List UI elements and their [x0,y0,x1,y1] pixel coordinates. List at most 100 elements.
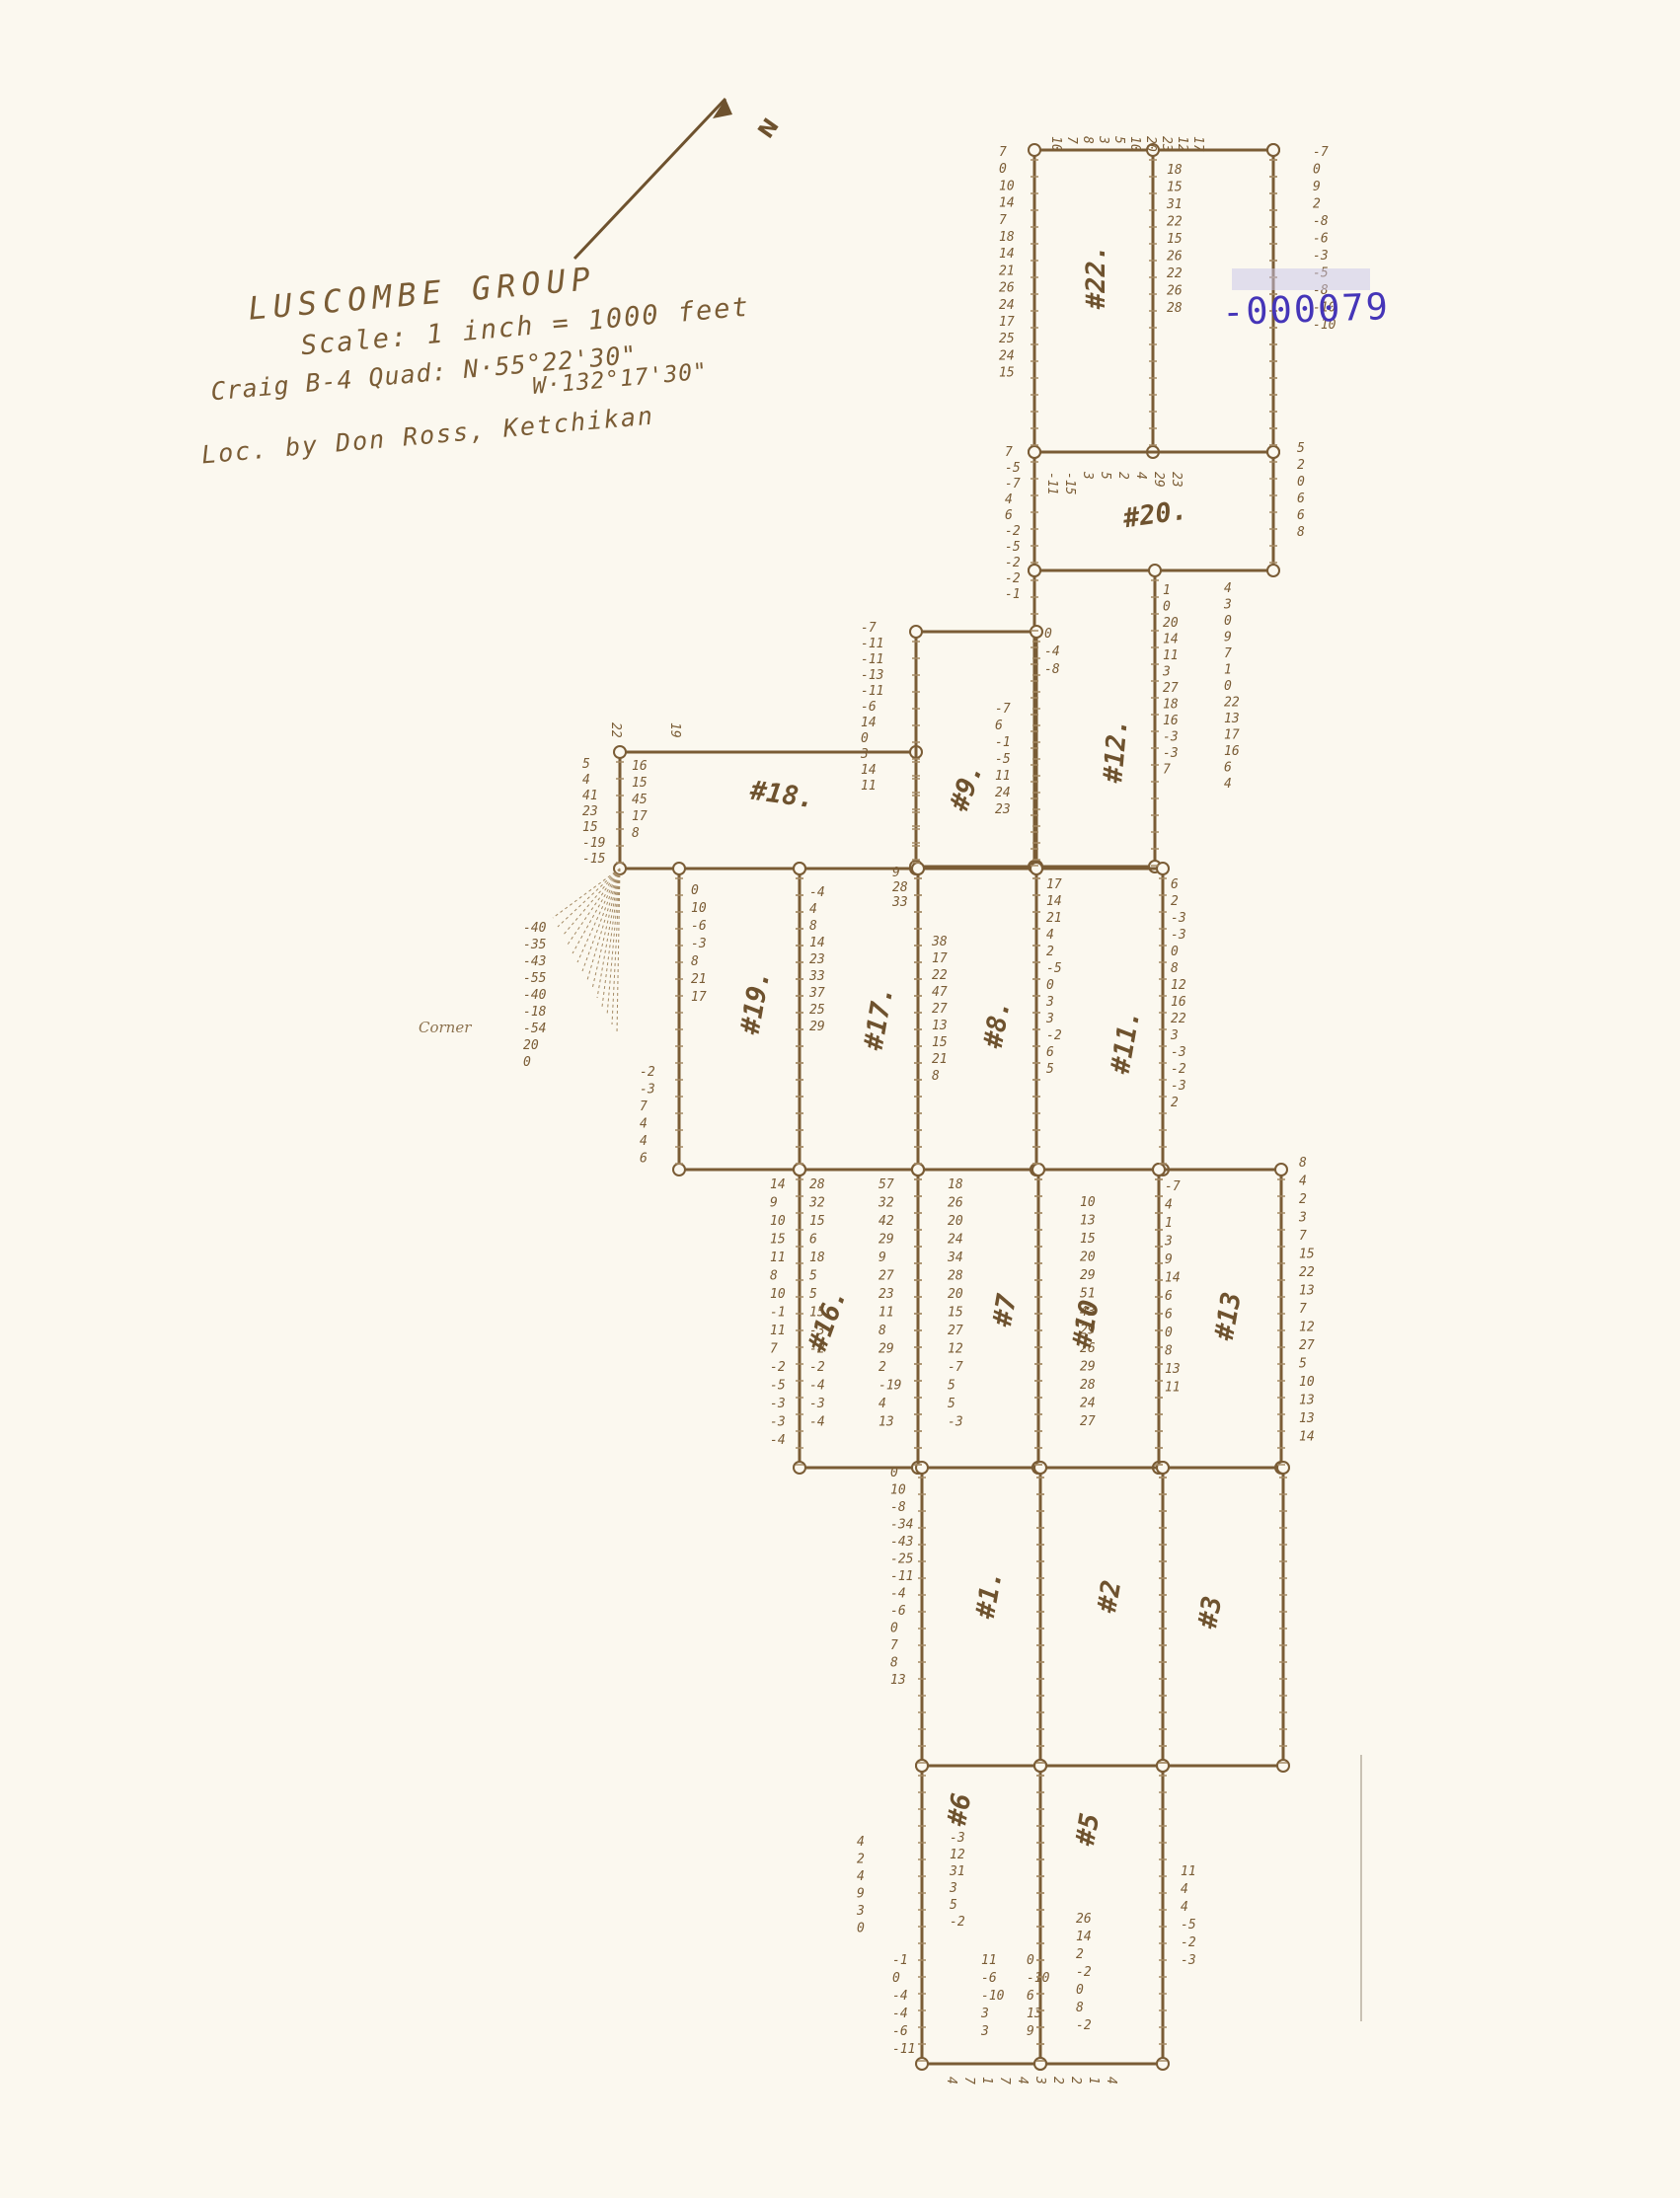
reading-value: 29 [1151,472,1166,488]
reading-value: 4 [944,2077,958,2084]
reading-value: 0 [999,162,1007,177]
reading-value: -3 [1171,1045,1186,1060]
reading-value: 10 [1048,136,1063,152]
reading-value: 2 [1068,2077,1083,2084]
reading-value: 17 [999,315,1015,330]
reading-value: 7 [1064,136,1079,144]
reading-value: -2 [950,1915,965,1930]
reading-value: 23 [995,802,1011,817]
reading-value: -3 [640,1083,655,1098]
reading-value: -5 [1046,961,1062,976]
reading-value: 15 [932,1035,948,1050]
reading-value: 24 [948,1233,963,1248]
reading-value: 13 [890,1673,906,1688]
reading-value: 0 [861,731,869,746]
reading-value: 22 [1167,266,1183,281]
reading-value: -2 [770,1360,786,1375]
reading-value: 13 [932,1019,948,1033]
corner-post-marker [1028,445,1041,459]
reading-value: 4 [640,1134,648,1149]
reading-value: 9 [857,1887,865,1902]
reading-value: -6 [1313,232,1329,247]
reading-value: 3 [1223,598,1232,613]
reading-value: 32 [878,1196,894,1211]
reading-value: 12 [948,1342,963,1357]
reading-value: -7 [1005,477,1021,492]
reading-value: 38 [931,935,948,949]
reading-value: 26 [1080,1341,1096,1356]
hatch-line [557,868,621,928]
reading-value: 7 [770,1342,778,1357]
hatch-line [552,868,621,919]
corner-post-marker [1033,1759,1047,1773]
reading-value: -4 [892,2007,908,2021]
reading-value: 2 [857,1853,865,1867]
corner-post-marker [672,1163,686,1176]
reading-value: 5 [1046,1062,1054,1077]
reading-value: 11 [981,1953,997,1968]
reading-value: -3 [1163,730,1179,745]
reading-value: -11 [861,684,883,699]
reading-value: -43 [890,1535,913,1550]
reading-value: 18 [1163,698,1179,713]
document-stamp-number: -000079 [1221,285,1391,334]
reading-value: 17 [1190,136,1205,152]
corner-post-marker [1276,1461,1290,1475]
reading-value: 6 [1165,1289,1173,1304]
reading-value: 7 [890,1638,898,1653]
reading-value: 5 [809,1269,817,1284]
reading-value: -18 [523,1005,547,1020]
reading-value: 4 [1181,1900,1188,1915]
reading-value: 26 [948,1196,963,1211]
reading-value: -7 [1165,1179,1181,1194]
reading-value: 8 [1076,2001,1084,2015]
reading-value: 18 [948,1177,963,1192]
reading-value: 3 [1170,1028,1179,1043]
reading-value: 17 [1046,877,1062,892]
reading-value: 0 [890,1466,898,1480]
reading-value: 6 [1297,492,1305,506]
corner-post-marker [1030,862,1043,875]
reading-value: -6 [892,2024,908,2039]
reading-value: 57 [878,1177,894,1192]
reading-value: -1 [892,1953,908,1968]
reading-value: 18 [1167,163,1183,178]
reading-value: -3 [948,1415,963,1430]
reading-value: -11 [861,652,883,667]
hatch-line [562,868,621,937]
corner-post-marker [1156,1461,1170,1475]
hatch-line [601,868,621,1008]
claim-label-5: #5 [1070,1810,1107,1849]
stamp-smudge [1232,268,1370,290]
reading-value: -8 [1313,214,1329,229]
reading-value: 10 [770,1214,786,1229]
corner-note: Corner [419,1019,472,1036]
reading-value: 6 [1297,508,1305,523]
reading-value: 8 [878,1324,886,1338]
claim-label-12: #12. [1098,717,1134,785]
hatch-line [572,868,621,954]
reading-value: 22 [608,722,623,738]
reading-value: -15 [1062,472,1077,495]
reading-value: -3 [950,1831,965,1846]
reading-value: 15 [582,820,598,835]
reading-value: 7 [999,145,1007,160]
reading-value: 2 [1171,894,1179,909]
reading-value: 22 [1224,696,1240,711]
reading-value: 8 [1299,1156,1307,1171]
reading-value: -2 [1076,1965,1092,1980]
reading-value: 2 [1299,1192,1307,1207]
reading-value: 17 [691,990,707,1005]
reading-value: -19 [582,836,605,851]
reading-value: 18 [999,230,1015,245]
reading-value: 33 [891,895,908,910]
hatch-line [606,868,621,1017]
reading-value: 14 [1046,894,1062,909]
reading-value: 3 [1045,995,1054,1010]
reading-value: 0 [1163,600,1171,615]
reading-value: 21 [932,1052,948,1067]
corner-post-marker [911,1163,925,1176]
reading-value: -5 [1005,540,1021,555]
reading-value: 6 [1171,877,1179,892]
corner-post-marker [672,862,686,875]
